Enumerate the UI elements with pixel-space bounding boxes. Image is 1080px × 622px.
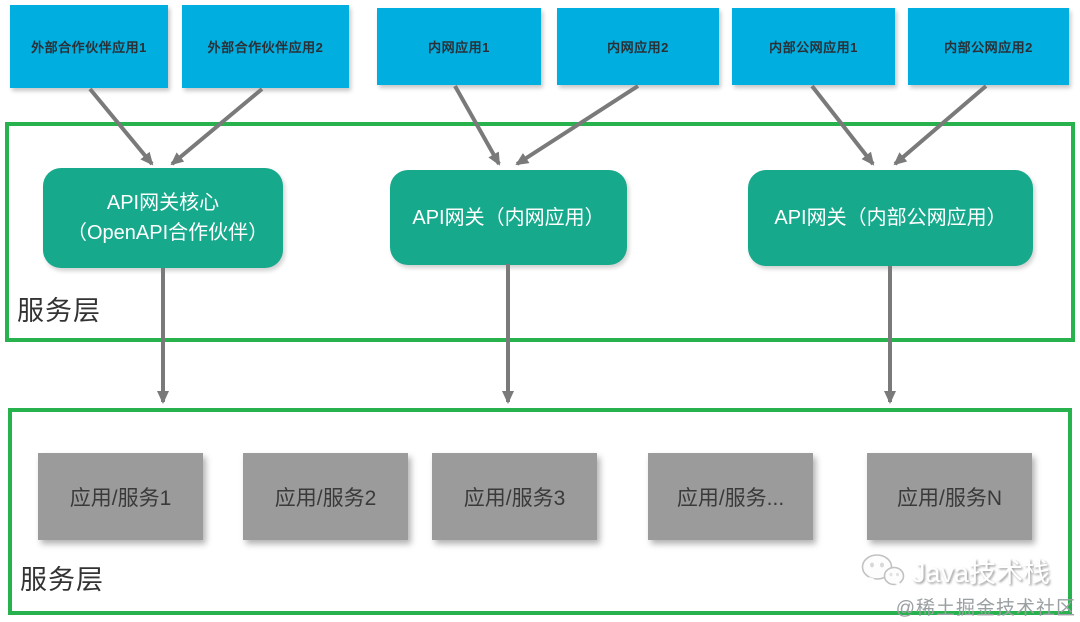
app-box-label: 内部公网应用2 (944, 40, 1033, 55)
gateway-openapi-partner: API网关核心 （OpenAPI合作伙伴） (43, 168, 283, 268)
service-box-2: 应用/服务2 (243, 453, 408, 540)
wechat-icon (861, 553, 905, 587)
service-box-label: 应用/服务2 (274, 486, 377, 510)
app-box-label: 外部合作伙伴应用2 (207, 40, 324, 55)
gateway-internal-public: API网关（内部公网应用） (748, 170, 1033, 266)
service-box-1: 应用/服务1 (38, 453, 203, 540)
app-box-label: 内部公网应用1 (769, 40, 858, 55)
app-box-external-partner-1: 外部合作伙伴应用1 (10, 5, 168, 88)
app-box-intranet-2: 内网应用2 (557, 8, 719, 85)
service-layer-label: 服务层 (20, 565, 104, 595)
service-layer-box: 服务层 (8, 408, 1072, 615)
gateway-intranet: API网关（内网应用） (390, 170, 627, 265)
watermark-brand: Java技术栈 (861, 551, 1050, 590)
app-box-internal-public-1: 内部公网应用1 (732, 8, 895, 85)
service-box-ellipsis: 应用/服务... (648, 453, 813, 540)
gateway-label: API网关（内部公网应用） (774, 207, 1007, 229)
app-box-external-partner-2: 外部合作伙伴应用2 (182, 5, 349, 88)
gateway-layer-label: 服务层 (17, 296, 101, 326)
service-box-label: 应用/服务3 (463, 486, 566, 510)
service-box-label: 应用/服务... (676, 486, 785, 510)
service-box-n: 应用/服务N (867, 453, 1032, 540)
gateway-label: API网关核心 （OpenAPI合作伙伴） (67, 192, 269, 244)
service-box-label: 应用/服务1 (69, 486, 172, 510)
app-box-internal-public-2: 内部公网应用2 (908, 8, 1069, 85)
app-box-label: 内网应用1 (428, 40, 490, 55)
service-box-label: 应用/服务N (897, 486, 1002, 510)
app-box-label: 内网应用2 (607, 40, 669, 55)
app-box-label: 外部合作伙伴应用1 (31, 40, 147, 55)
watermark-brand-text: Java技术栈 (911, 558, 1050, 588)
service-box-3: 应用/服务3 (432, 453, 597, 540)
app-box-intranet-1: 内网应用1 (377, 8, 541, 85)
gateway-label: API网关（内网应用） (412, 206, 605, 229)
watermark-community-text: @稀土掘金技术社区 (895, 598, 1076, 619)
